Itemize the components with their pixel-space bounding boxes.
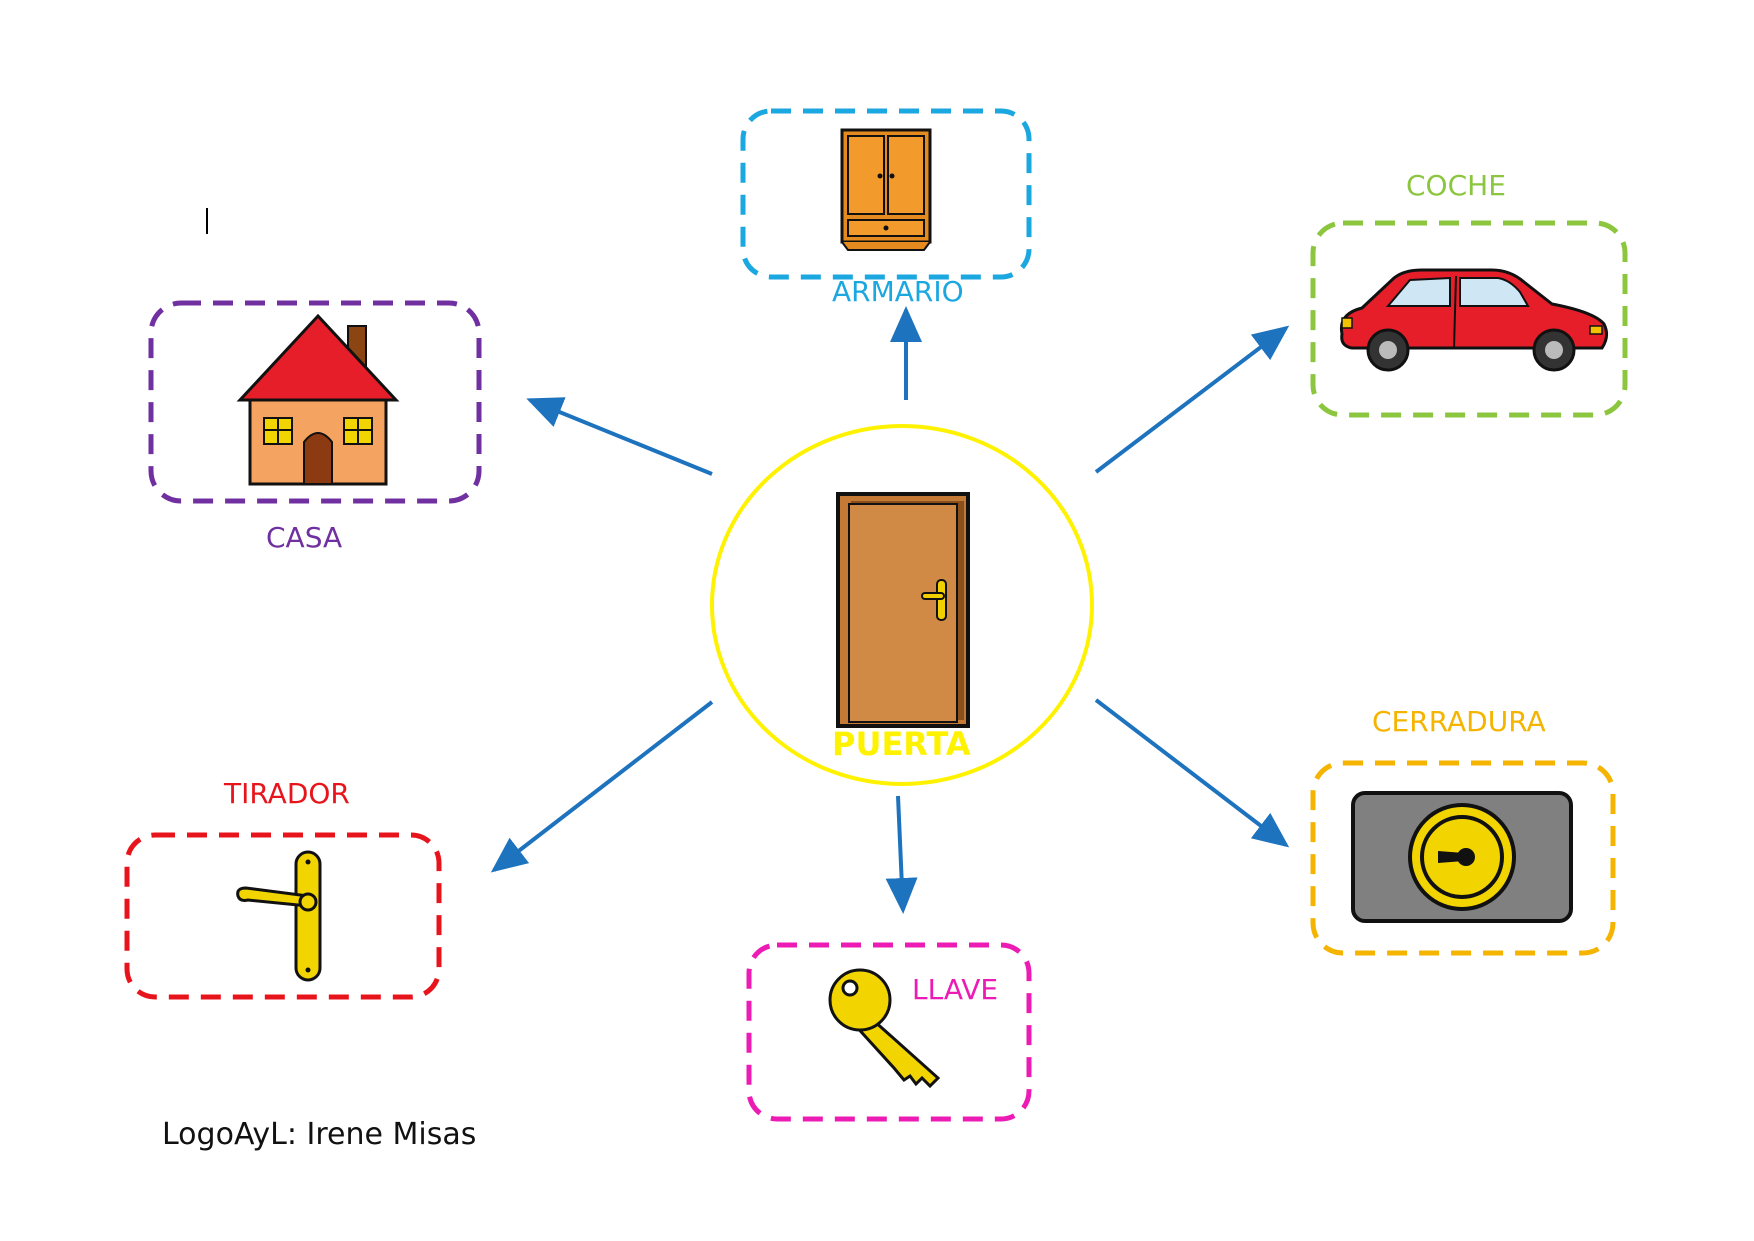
node-casa: CASA <box>148 300 482 552</box>
wardrobe-icon <box>840 128 932 251</box>
door-icon <box>836 492 970 728</box>
center-label: PUERTA <box>832 725 971 763</box>
node-tirador: TIRADOR <box>124 780 442 1000</box>
lock-icon <box>1351 791 1573 923</box>
arrow-to-cerradura <box>1094 698 1290 848</box>
node-coche: COCHE <box>1310 172 1628 418</box>
door-handle-icon <box>236 850 322 982</box>
text-cursor-mark <box>206 208 208 234</box>
arrow-to-coche <box>1094 325 1290 474</box>
arrow-to-tirador <box>490 700 714 873</box>
car-icon <box>1339 268 1609 372</box>
node-label-cerradura: CERRADURA <box>1372 705 1546 738</box>
credit-text: LogoAyL: Irene Misas <box>162 1117 477 1152</box>
node-armario: ARMARIO <box>740 108 1032 306</box>
node-cerradura: CERRADURA <box>1310 708 1616 956</box>
house-icon <box>236 314 400 486</box>
node-label-casa: CASA <box>266 521 343 554</box>
node-label-llave: LLAVE <box>912 973 999 1006</box>
node-label-coche: COCHE <box>1406 169 1506 202</box>
arrow-to-casa <box>526 397 713 476</box>
node-label-tirador: TIRADOR <box>224 777 350 810</box>
node-llave: LLAVE <box>746 942 1032 1122</box>
arrow-to-llave <box>885 795 918 914</box>
node-label-armario: ARMARIO <box>832 275 964 308</box>
key-icon <box>828 968 941 1089</box>
center-node: PUERTA <box>708 422 1096 788</box>
